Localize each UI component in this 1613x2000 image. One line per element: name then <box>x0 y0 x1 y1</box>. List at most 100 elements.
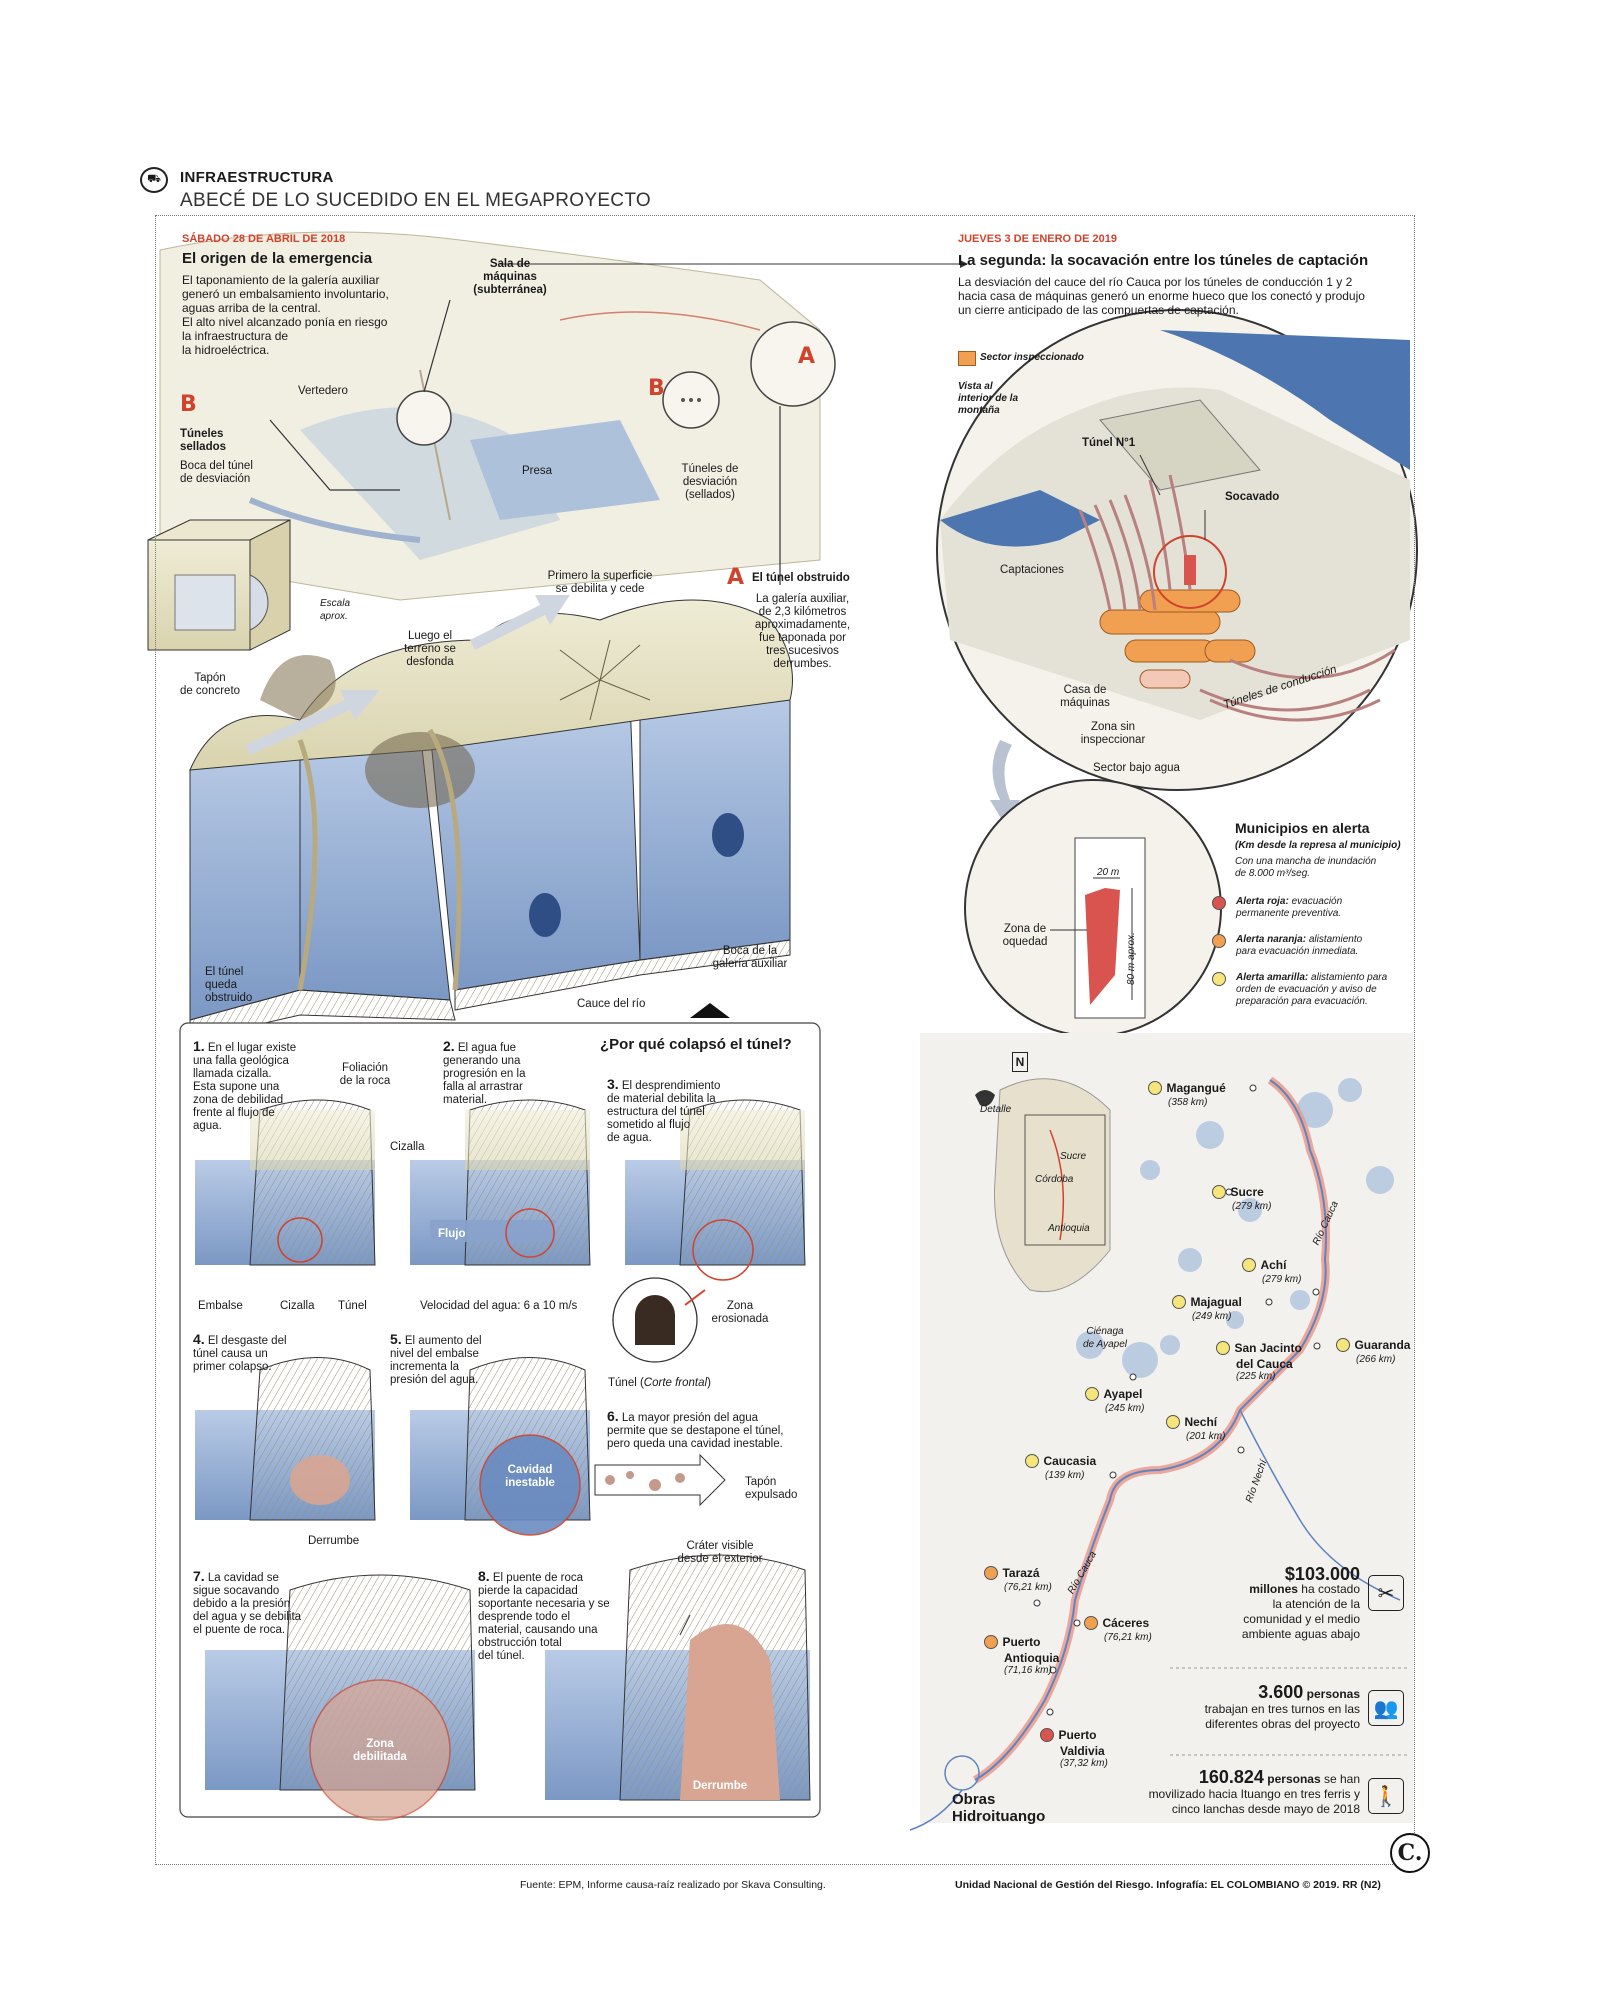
width-20m-label: 20 m <box>1097 867 1120 878</box>
dept-sucre: Sucre <box>1060 1151 1087 1162</box>
tunel1-label: Túnel N°1 <box>1082 437 1136 449</box>
town-taraza: Tarazá(76,21 km) <box>984 1564 1052 1593</box>
plug-block <box>147 519 291 651</box>
cizalla-bottom-label: Cizalla <box>280 1300 315 1312</box>
oquedad-circle <box>964 779 1222 1037</box>
marker-b-landscape: B <box>648 376 665 401</box>
step-6: 6. La mayor presión del agua permite que… <box>607 1408 784 1450</box>
construction-icon: ⛟ <box>140 167 168 193</box>
presa-label: Presa <box>522 465 553 477</box>
section-label: INFRAESTRUCTURA <box>180 169 334 186</box>
town-sucre: Sucre(279 km) <box>1212 1183 1271 1212</box>
people-icon: 👥 <box>1368 1690 1404 1726</box>
red-alert-dot <box>1212 896 1226 910</box>
alerts-subtitle: (Km desde la represa al municipio) <box>1235 840 1401 851</box>
right-date: JUEVES 3 DE ENERO DE 2019 <box>958 233 1117 245</box>
logo: C. <box>1390 1833 1430 1873</box>
stat-mobilized: 160.824 personas se han movilizado hacia… <box>1148 1767 1360 1816</box>
town-magangue: Magangué(358 km) <box>1148 1079 1226 1108</box>
sector-bajo-agua-label: Sector bajo agua <box>1093 762 1180 774</box>
galeria-callout-circle <box>750 321 836 407</box>
source-text: Fuente: EPM, Informe causa-raíz realizad… <box>520 1879 826 1891</box>
flujo-label: Flujo <box>438 1228 466 1240</box>
town-majagual: Majagual(249 km) <box>1172 1293 1242 1322</box>
stat-cost: $103.000 millones ha costado la atención… <box>1241 1564 1360 1641</box>
cauce-label: Cauce del río <box>577 998 646 1010</box>
up-arrow-icon <box>690 1003 730 1018</box>
town-caceres: Cáceres(76,21 km) <box>1084 1614 1152 1643</box>
fish-icon: ✂ <box>1368 1575 1404 1611</box>
left-date: SÁBADO 28 DE ABRIL DE 2018 <box>182 233 346 245</box>
why-title: ¿Por qué colapsó el túnel? <box>600 1036 792 1053</box>
dam-landscape <box>159 231 821 601</box>
credit-text: Unidad Nacional de Gestión del Riesgo. I… <box>955 1879 1381 1891</box>
marker-a: A <box>727 565 745 590</box>
derrumbe-final-label: Derrumbe <box>692 1780 748 1792</box>
dept-cordoba: Córdoba <box>1035 1174 1074 1185</box>
captaciones-label: Captaciones <box>1000 564 1064 576</box>
town-nechi: Nechí(201 km) <box>1166 1413 1225 1442</box>
step-8: 8. El puente de roca pierde la capacidad… <box>478 1568 610 1662</box>
right-title: La segunda: la socavación entre los túne… <box>958 252 1369 269</box>
height-80m-label: 80 m aprox. <box>1126 932 1137 985</box>
town-guaranda: Guaranda(266 km) <box>1336 1336 1410 1365</box>
alerts-title: Municipios en alerta <box>1235 820 1370 836</box>
marker-b: B <box>180 392 197 417</box>
tunel-obstruido-title: El túnel obstruido <box>752 572 850 584</box>
yellow-alert-dot <box>1212 972 1226 986</box>
content-frame <box>155 215 1415 1865</box>
derrumbe-label: Derrumbe <box>308 1535 360 1547</box>
tunel-label: Túnel <box>338 1300 367 1312</box>
town-ayapel: Ayapel(245 km) <box>1085 1385 1144 1414</box>
town-caucasia: Caucasia(139 km) <box>1025 1452 1096 1481</box>
map-panel <box>909 1033 1413 1831</box>
detalle-label: Detalle <box>980 1104 1012 1115</box>
captacion-circle <box>936 309 1418 791</box>
walker-icon: 🚶 <box>1368 1778 1404 1814</box>
cizalla-label: Cizalla <box>390 1141 425 1153</box>
left-title: El origen de la emergencia <box>182 250 373 267</box>
dept-antioquia: Antioquia <box>1048 1223 1090 1234</box>
sector-inspeccionado-label: Sector inspeccionado <box>980 352 1084 363</box>
terrain-blocks <box>189 599 793 1041</box>
north-arrow-icon: N <box>1012 1052 1028 1072</box>
step-diagrams <box>195 1099 811 1821</box>
legend-swatch-orange <box>958 351 976 366</box>
orange-alert-dot <box>1212 934 1226 948</box>
vertedero-label: Vertedero <box>298 385 348 397</box>
velocidad-label: Velocidad del agua: 6 a 10 m/s <box>420 1300 578 1312</box>
